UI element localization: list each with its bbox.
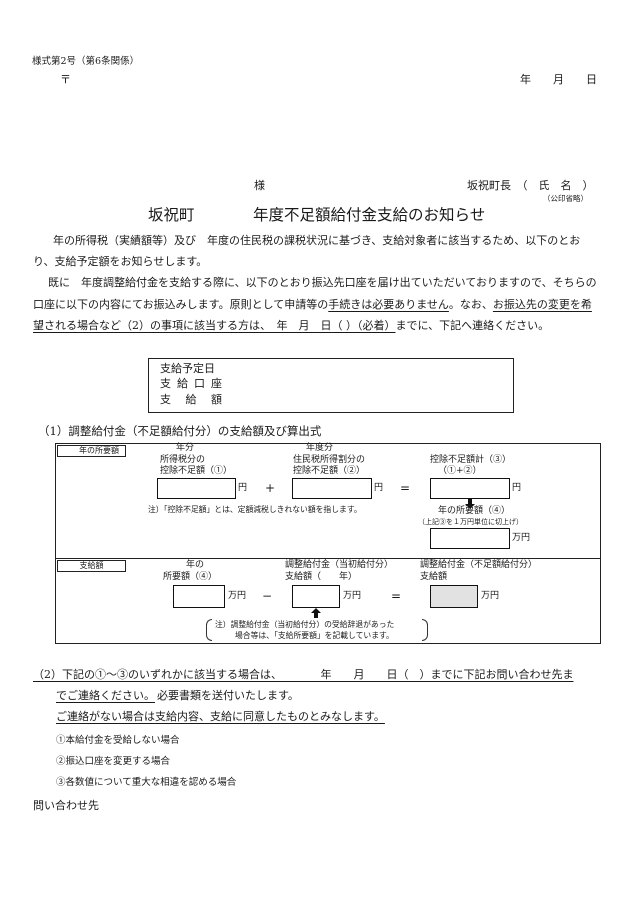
shortfall-payment-header-line2: 支給額 bbox=[420, 572, 448, 582]
postal-mark: 〒 bbox=[60, 73, 71, 86]
section2-line2: でご連絡ください。必要書類を送付いたします。 bbox=[56, 690, 299, 701]
income-tax-header-year: 年分 bbox=[176, 443, 195, 453]
shortfall-payment-header-line1: 調整給付金（不足額給付分） bbox=[420, 560, 538, 570]
intro-p1-line1: 年の所得税（実績額等）及び 年度の住民税の課税状況に基づき、支給対象者に該当する… bbox=[53, 234, 581, 247]
man-yen-unit: 万円 bbox=[481, 591, 500, 601]
calculation-divider bbox=[55, 558, 601, 559]
deadline-emphasis: 望される場合など（2）の事項に該当する方は、 年 月 日（ ）（必着） bbox=[33, 319, 396, 332]
resident-tax-header-line3: 控除不足額（②） bbox=[293, 466, 366, 476]
left-bracket bbox=[206, 619, 212, 641]
initial-payment-field bbox=[292, 585, 340, 608]
summary-scheduled-date-label: 支給予定日 bbox=[160, 362, 215, 375]
initial-payment-header-line2: 支給額（ 年） bbox=[285, 572, 358, 582]
yen-unit: 円 bbox=[374, 483, 384, 493]
man-yen-unit: 万円 bbox=[512, 533, 531, 543]
rounded-required-label: 年の所要額（④） bbox=[438, 506, 511, 516]
yen-unit: 円 bbox=[238, 483, 248, 493]
resident-tax-header-line2: 住民税所得割分の bbox=[293, 455, 366, 465]
form-number: 様式第2号（第6条関係） bbox=[32, 56, 140, 67]
section2-line1: （2）下記の①～③のいずれかに該当する場合は、 年 月 日（ ）までに下記お問い… bbox=[33, 668, 574, 681]
summary-amount-label: 支給額 bbox=[160, 393, 237, 406]
waiver-note-line2: 場合等は、「支給所要額」を記載しています。 bbox=[235, 631, 394, 640]
intro-p2-line3: 望される場合など（2）の事項に該当する方は、 年 月 日（ ）（必着）までに、下… bbox=[33, 320, 549, 331]
contact-label: 問い合わせ先 bbox=[33, 799, 99, 812]
summary-box bbox=[148, 358, 514, 413]
right-bracket bbox=[422, 619, 428, 641]
required-header-line2: 所要額（④） bbox=[163, 572, 218, 582]
income-tax-header-line2: 所得税分の bbox=[160, 455, 206, 465]
minus-operator: − bbox=[262, 589, 273, 603]
shortfall-total-field bbox=[430, 478, 510, 499]
waiver-note-line1: 注）調整給付金（当初給付分）の受給辞退があった bbox=[215, 620, 395, 629]
up-arrow-icon bbox=[311, 608, 321, 618]
title-town: 坂祝町 bbox=[148, 206, 195, 224]
seal-omitted-note: （公印省略） bbox=[543, 194, 588, 203]
section1-heading: （1）調整給付金（不足額給付分）の支給額及び算出式 bbox=[38, 424, 322, 438]
man-yen-unit: 万円 bbox=[228, 591, 247, 601]
sender-name: 坂祝町長 （ 氏 名 ） bbox=[467, 179, 594, 192]
case-item-3: ③各数値について重大な相違を認める場合 bbox=[56, 777, 237, 788]
rounded-required-field bbox=[430, 528, 510, 549]
intro-p2-line2-text-b: 。なお、 bbox=[448, 298, 493, 311]
required-amount-field bbox=[173, 585, 225, 608]
man-yen-unit: 万円 bbox=[343, 591, 362, 601]
resident-tax-shortfall-field bbox=[292, 478, 372, 499]
required-header-line1: 年の bbox=[186, 560, 205, 570]
shortfall-definition-note: 注）「控除不足額」とは、定額減税しきれない額を指します。 bbox=[148, 505, 362, 514]
intro-p2-line3-text: までに、下記へ連絡ください。 bbox=[395, 319, 550, 332]
initial-payment-header-line1: 調整給付金（当初給付分） bbox=[285, 560, 394, 570]
equals-operator: = bbox=[400, 481, 411, 495]
required-amount-label: 年の所要額 bbox=[57, 445, 126, 457]
case-item-2: ②振込口座を変更する場合 bbox=[56, 756, 171, 767]
intro-p2-line2-text-a: 口座に以下の内容にてお振込みします。原則として申請等の bbox=[33, 298, 329, 311]
income-tax-header-line3: 控除不足額（①） bbox=[160, 466, 233, 476]
recipient-suffix: 様 bbox=[254, 179, 265, 192]
section2-line3: ご連絡がない場合は支給内容、支給に同意したものとみなします。 bbox=[56, 710, 385, 723]
shortfall-total-header: 控除不足額計（③） bbox=[430, 455, 512, 465]
shortfall-payment-field bbox=[430, 585, 478, 608]
no-application-needed-emphasis: 手続きは必要ありません bbox=[328, 298, 449, 311]
income-tax-shortfall-field bbox=[157, 478, 236, 499]
documents-sent-text: 必要書類を送付いたします。 bbox=[157, 689, 299, 702]
shortfall-total-formula: （①+②） bbox=[438, 466, 482, 476]
down-arrow-icon bbox=[465, 499, 475, 509]
rounding-note: （上記③を１万円単位に切上げ） bbox=[418, 518, 523, 526]
resident-tax-header-year: 年度分 bbox=[306, 443, 334, 453]
case-item-1: ①本給付金を受給しない場合 bbox=[56, 735, 180, 746]
intro-p1-line2: り、支給予定額をお知らせします。 bbox=[33, 255, 208, 268]
yen-unit: 円 bbox=[512, 483, 522, 493]
summary-account-label: 支給口座 bbox=[160, 377, 228, 390]
contact-request-emphasis: でご連絡ください。 bbox=[56, 689, 155, 702]
date-line: 年 月 日 bbox=[520, 73, 597, 86]
equals-operator: = bbox=[391, 589, 402, 603]
waiver-note-bracket bbox=[206, 619, 428, 641]
payment-amount-label: 支給額 bbox=[57, 560, 126, 572]
account-change-emphasis: お振込先の変更を希 bbox=[492, 298, 592, 311]
calculation-box bbox=[55, 443, 601, 644]
intro-p2-line1: 既に 年度調整給付金を支給する際に、以下のとおり振込先口座を届け出ていただいてお… bbox=[48, 276, 597, 289]
page-title: 年度不足額給付金支給のお知らせ bbox=[253, 206, 486, 224]
intro-p2-line2: 口座に以下の内容にてお振込みします。原則として申請等の手続きは必要ありません。な… bbox=[33, 299, 592, 310]
plus-operator: + bbox=[265, 481, 276, 495]
